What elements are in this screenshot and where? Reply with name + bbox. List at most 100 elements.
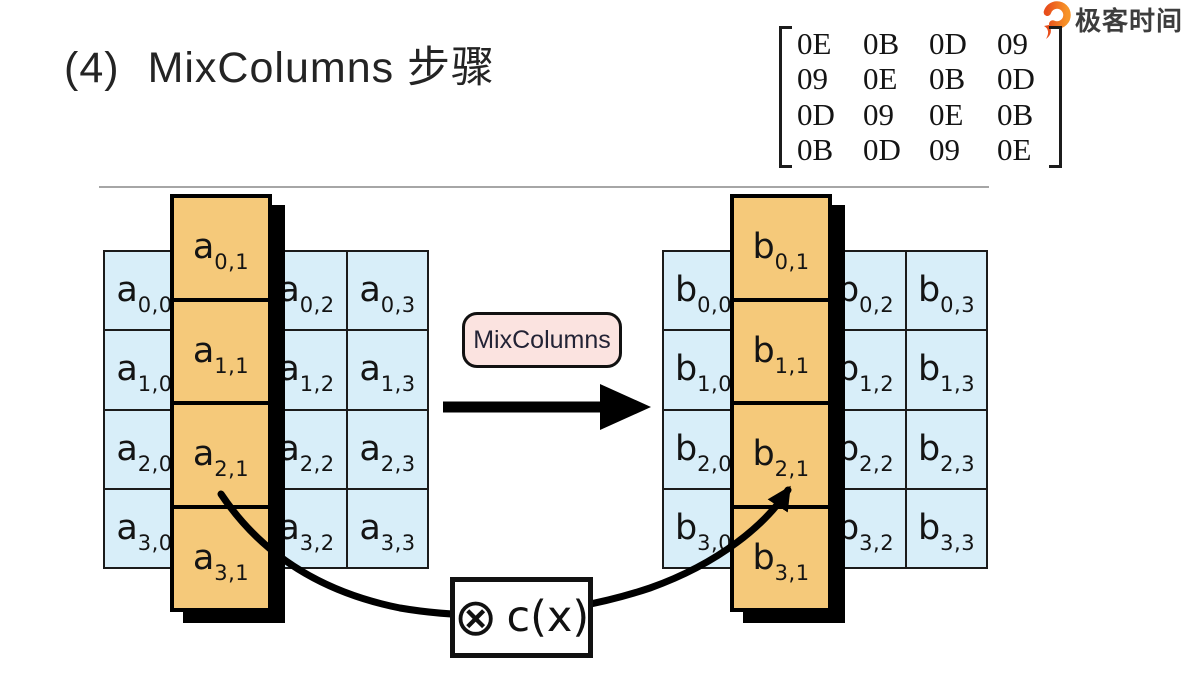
title-text: MixColumns 步骤: [147, 44, 496, 92]
cell-label-base: a: [278, 507, 300, 548]
cell-label-sub: 2,3: [940, 451, 976, 476]
cell-label-base: a: [192, 227, 215, 268]
cell-label-base: b: [752, 330, 775, 371]
cell-label-sub: 3,3: [940, 530, 976, 555]
cell-label-sub: 2,3: [380, 451, 416, 476]
cell-label-sub: 1,1: [774, 353, 810, 378]
matrix-values: 0E 0B 0D 09 09 0E 0B 0D 0D 09 0E 0B 0B 0…: [792, 26, 1049, 168]
cell-label-sub: 2,1: [214, 457, 250, 482]
otimes-icon: ⊗: [453, 587, 498, 648]
matrix-value: 0B: [929, 61, 966, 97]
matrix-right-bracket: [1049, 26, 1062, 168]
cell-label-sub: 0,1: [214, 250, 250, 275]
matrix-value: 09: [997, 25, 1028, 61]
title-number: (4): [64, 44, 120, 92]
matrix-value: 0E: [797, 25, 832, 61]
matrix-value: 09: [929, 132, 960, 168]
cell-label-sub: 2,2: [859, 451, 895, 476]
cell-label-base: a: [278, 349, 300, 390]
cell-label-sub: 1,1: [214, 353, 250, 378]
page-title: (4) MixColumns 步骤: [64, 33, 495, 95]
cell-label-base: b: [674, 349, 698, 390]
matrix-value: 0E: [863, 61, 898, 97]
cell-label-sub: 1,3: [940, 372, 976, 397]
cell-label-sub: 1,2: [299, 372, 335, 397]
cell-label-base: a: [192, 330, 215, 371]
cell-label-base: b: [674, 270, 698, 311]
cell-label-base: b: [674, 507, 698, 548]
cx-multiply-box: ⊗ c(x): [450, 577, 593, 658]
separator-line: [99, 186, 989, 188]
brand-logo: 极客时间: [1040, 1, 1183, 43]
cell-label-sub: 3,2: [299, 530, 335, 555]
cell-label-base: a: [116, 270, 138, 311]
cell-label-base: a: [192, 434, 215, 475]
cell-label-base: b: [917, 507, 941, 548]
cell-label-base: a: [116, 428, 138, 469]
cell-label-sub: 3,2: [859, 530, 895, 555]
cell-label-base: b: [836, 270, 860, 311]
mixcolumns-step-label: MixColumns: [462, 312, 622, 368]
cell-label-sub: 0,1: [774, 250, 810, 275]
matrix-value: 0E: [929, 96, 964, 132]
cell-label-base: b: [917, 270, 941, 311]
cell-label-sub: 0,2: [299, 293, 335, 318]
cell-label-base: b: [836, 507, 860, 548]
cell-label-sub: 2,0: [697, 451, 733, 476]
cell-label-sub: 0,0: [137, 293, 173, 318]
cell-label-sub: 1,3: [380, 372, 416, 397]
cell-label-sub: 3,1: [774, 560, 810, 585]
cell-label-sub: 1,0: [697, 372, 733, 397]
matrix-value: 0D: [863, 132, 901, 168]
cell-label-base: a: [359, 428, 381, 469]
cell-label-base: a: [116, 349, 138, 390]
cell-label-base: b: [836, 349, 860, 390]
matrix-value: 0D: [997, 61, 1035, 97]
cell-label-base: a: [359, 349, 381, 390]
cell-label-base: b: [752, 434, 775, 475]
matrix-value: 0D: [929, 25, 967, 61]
cell-label-sub: 2,2: [299, 451, 335, 476]
cell-label-sub: 3,0: [137, 530, 173, 555]
matrix-value: 0E: [997, 132, 1032, 168]
cell-label-base: b: [836, 428, 860, 469]
matrix-value: 0D: [797, 96, 835, 132]
cx-label: c(x): [506, 592, 590, 642]
cell-label-base: a: [359, 507, 381, 548]
cell-label-base: b: [674, 428, 698, 469]
cell-label-sub: 2,0: [137, 451, 173, 476]
cell-label-base: a: [359, 270, 381, 311]
matrix-value: 0B: [797, 132, 834, 168]
cell-label-base: b: [917, 428, 941, 469]
matrix-value: 09: [797, 61, 828, 97]
cell-label-base: b: [752, 227, 775, 268]
cell-label-base: a: [116, 507, 138, 548]
matrix-value: 0B: [997, 96, 1034, 132]
cell-label-base: b: [917, 349, 941, 390]
cell-label-base: a: [278, 270, 300, 311]
cell-label-sub: 1,2: [859, 372, 895, 397]
